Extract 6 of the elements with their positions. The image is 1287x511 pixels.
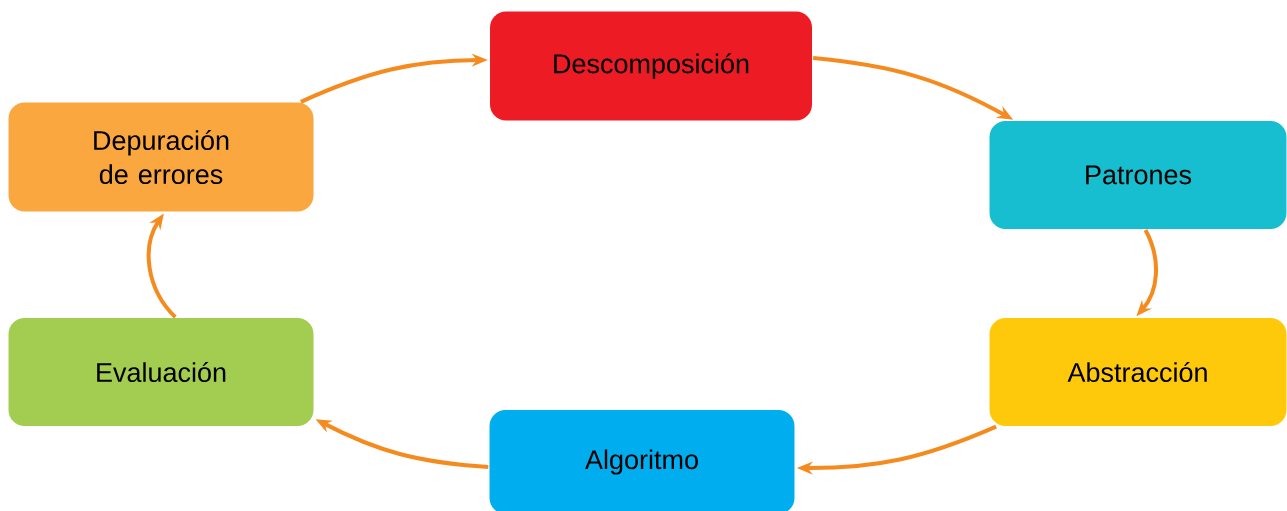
process-box: Depuración de errores bbox=[8, 102, 314, 212]
process-box: Descomposición bbox=[490, 11, 812, 121]
process-box: Algoritmo bbox=[489, 410, 795, 511]
process-box: Evaluación bbox=[8, 318, 314, 426]
process-box: Abstracción bbox=[989, 318, 1287, 426]
process-box: Patrones bbox=[989, 121, 1287, 229]
